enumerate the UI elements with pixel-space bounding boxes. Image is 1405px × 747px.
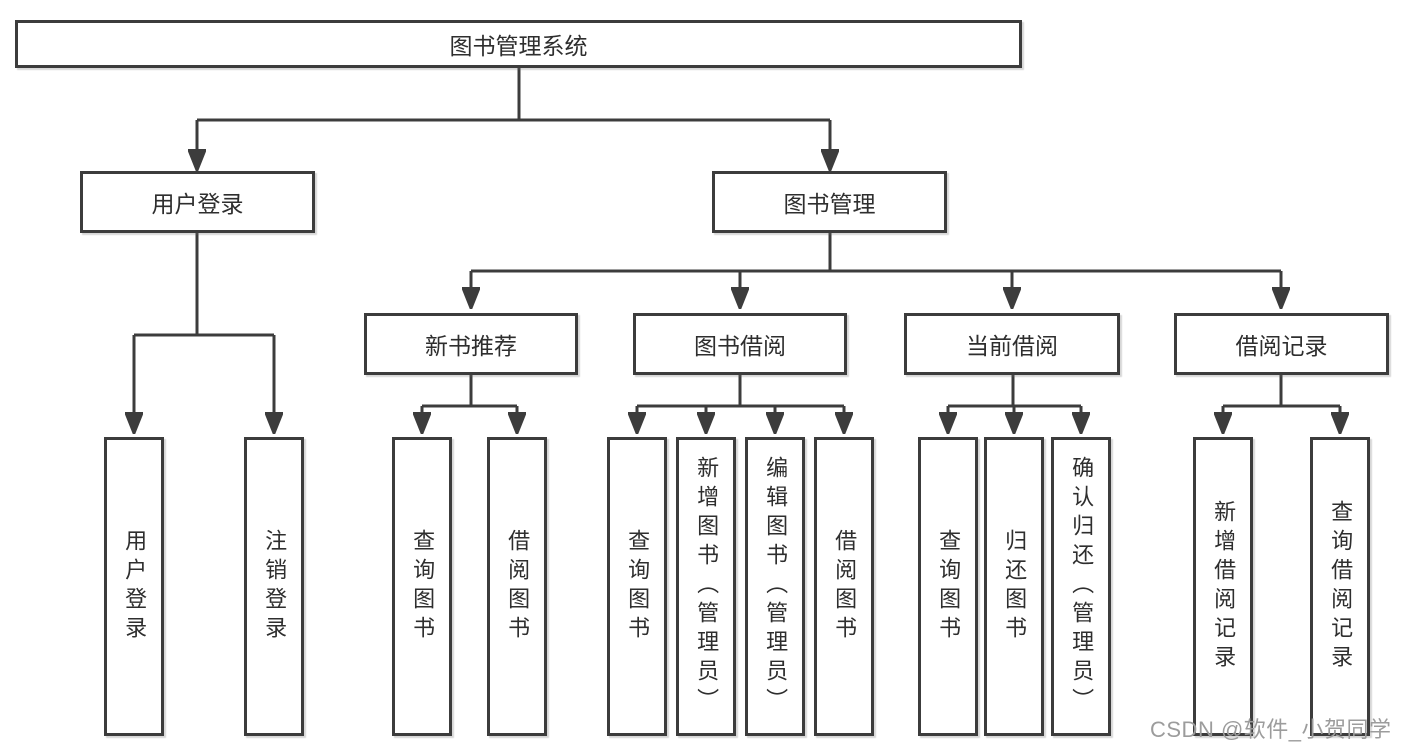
leaf-query-books-2: 查询图书 <box>607 437 667 736</box>
edge-book-management-split <box>471 233 1281 273</box>
edge-book-borrow-split <box>637 375 844 408</box>
leaf-query-borrow-record: 查询借阅记录 <box>1310 437 1370 736</box>
node-label: 注销登录 <box>262 528 288 645</box>
node-label: 借阅记录 <box>1235 333 1328 359</box>
leaf-borrow-books-1: 借阅图书 <box>487 437 547 736</box>
node-label: 新增借阅记录 <box>1211 499 1237 674</box>
leaf-add-borrow-record: 新增借阅记录 <box>1193 437 1253 736</box>
node-library-system: 图书管理系统 <box>15 20 1022 68</box>
node-label: 图书借阅 <box>694 333 786 359</box>
node-label: 借阅图书 <box>505 528 531 645</box>
node-label: 借阅图书 <box>832 528 858 645</box>
node-label: 新书推荐 <box>425 333 517 359</box>
node-label: 查询图书 <box>410 528 436 645</box>
node-borrow-records: 借阅记录 <box>1174 313 1389 375</box>
node-current-borrow: 当前借阅 <box>904 313 1120 375</box>
node-book-borrow: 图书借阅 <box>633 313 847 375</box>
edge-user-login-split <box>134 233 274 337</box>
node-label: 用户登录 <box>122 528 148 645</box>
node-label: 新增图书（管理员） <box>694 456 720 717</box>
leaf-query-books-1: 查询图书 <box>392 437 452 736</box>
edge-root-split <box>197 68 830 122</box>
node-label: 查询借阅记录 <box>1328 499 1354 674</box>
node-label: 图书管理 <box>783 191 876 217</box>
leaf-borrow-books-2: 借阅图书 <box>814 437 874 736</box>
leaf-add-book-admin: 新增图书（管理员） <box>676 437 736 736</box>
edge-borrow-records-split <box>1223 375 1340 408</box>
node-label: 归还图书 <box>1002 528 1028 645</box>
node-label: 查询图书 <box>936 528 962 645</box>
node-new-book-recommend: 新书推荐 <box>364 313 578 375</box>
node-label: 编辑图书（管理员） <box>763 456 789 717</box>
node-label: 图书管理系统 <box>449 33 588 59</box>
leaf-user-login: 用户登录 <box>104 437 164 736</box>
node-user-login: 用户登录 <box>80 171 315 233</box>
leaf-edit-book-admin: 编辑图书（管理员） <box>745 437 805 736</box>
edge-current-borrow-split <box>948 375 1081 408</box>
node-label: 确认归还（管理员） <box>1069 456 1095 717</box>
watermark-text: CSDN @软件_小贺同学 <box>1150 717 1392 742</box>
edge-new-book-split <box>422 375 517 408</box>
node-label: 当前借阅 <box>966 333 1058 359</box>
node-label: 用户登录 <box>151 191 244 217</box>
leaf-confirm-return-admin: 确认归还（管理员） <box>1051 437 1111 736</box>
leaf-query-books-3: 查询图书 <box>918 437 978 736</box>
leaf-return-book: 归还图书 <box>984 437 1044 736</box>
node-book-management: 图书管理 <box>712 171 947 233</box>
leaf-logout: 注销登录 <box>244 437 304 736</box>
node-label: 查询图书 <box>625 528 651 645</box>
